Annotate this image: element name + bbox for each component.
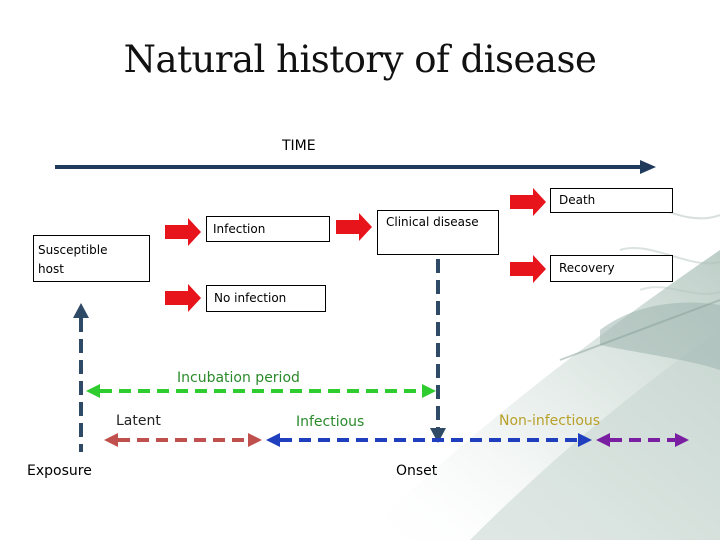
red-arrow-to-recovery	[510, 255, 546, 283]
recovery-box: Recovery	[550, 255, 673, 282]
infectious-label: Infectious	[296, 414, 364, 430]
latent-period-arrow	[104, 433, 262, 447]
red-arrow-to-infection	[165, 218, 201, 246]
infection-label: Infection	[213, 222, 265, 236]
red-arrow-to-clinical-disease	[336, 213, 372, 241]
non-infectious-period-arrow	[596, 433, 689, 447]
no-infection-label: No infection	[214, 291, 286, 305]
susceptible-host-label: Susceptible host	[38, 241, 107, 279]
infection-box: Infection	[206, 216, 330, 242]
latent-label: Latent	[116, 413, 161, 429]
onset-label: Onset	[396, 463, 437, 479]
no-infection-box: No infection	[206, 285, 326, 312]
clinical-disease-box: Clinical disease	[377, 210, 499, 255]
clinical-disease-label: Clinical disease	[386, 215, 479, 229]
death-label: Death	[559, 193, 595, 207]
non-infectious-label: Non-infectious	[499, 413, 600, 429]
incubation-period-label: Incubation period	[177, 370, 300, 386]
susceptible-host-box: Susceptible host	[33, 235, 150, 282]
incubation-period-arrow	[86, 384, 436, 398]
exposure-label: Exposure	[27, 463, 92, 479]
exposure-vertical-arrow	[73, 303, 89, 452]
time-arrow	[55, 160, 656, 174]
red-arrow-to-no-infection	[165, 284, 201, 312]
red-arrow-to-death	[510, 188, 546, 216]
infectious-period-arrow	[266, 433, 592, 447]
death-box: Death	[550, 188, 673, 213]
recovery-label: Recovery	[559, 261, 615, 275]
onset-vertical-arrow	[430, 259, 446, 443]
